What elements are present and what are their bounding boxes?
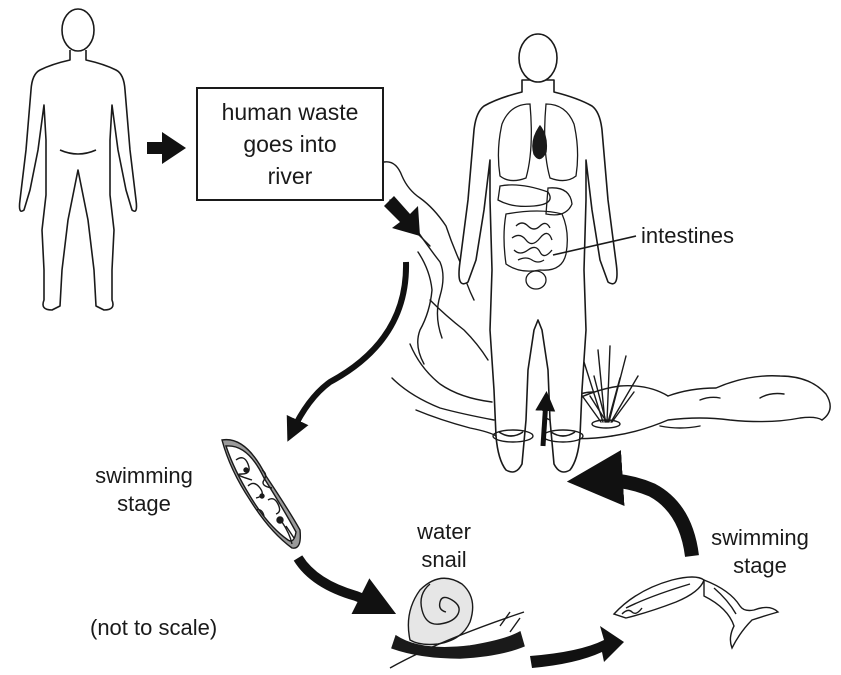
arrow-to-box [147, 132, 186, 164]
arrow-snail-to-cercaria [530, 626, 624, 668]
label-not-to-scale: (not to scale) [90, 614, 217, 642]
label-water-snail: water snail [404, 518, 484, 574]
arrow-river-to-egg [292, 262, 406, 432]
swimming-stage-left [222, 440, 300, 549]
box-line-2: goes into [243, 128, 336, 160]
box-line-1: human waste [222, 96, 359, 128]
label-intestines: intestines [641, 222, 734, 250]
label-swimming-left-line1: swimming [76, 462, 212, 490]
human-figure-right [459, 34, 617, 472]
human-waste-box: human waste goes into river [196, 87, 384, 201]
label-swimming-stage-right: swimming stage [692, 524, 828, 580]
label-water-line1: water [404, 518, 484, 546]
label-swimming-left-line2: stage [76, 490, 212, 518]
box-line-3: river [268, 160, 313, 192]
human-figure-left [20, 9, 137, 310]
label-swimming-right-line1: swimming [692, 524, 828, 552]
arrow-egg-to-snail [298, 558, 380, 606]
label-snail-line2: snail [404, 546, 484, 574]
arrow-cercaria-to-foot [592, 480, 692, 556]
arrow-up-leg [543, 400, 546, 446]
arrow-box-to-river [384, 196, 420, 236]
label-swimming-stage-left: swimming stage [76, 462, 212, 518]
swimming-stage-right [614, 577, 778, 648]
label-swimming-right-line2: stage [692, 552, 828, 580]
water-snail [390, 578, 524, 668]
reeds [578, 346, 638, 428]
